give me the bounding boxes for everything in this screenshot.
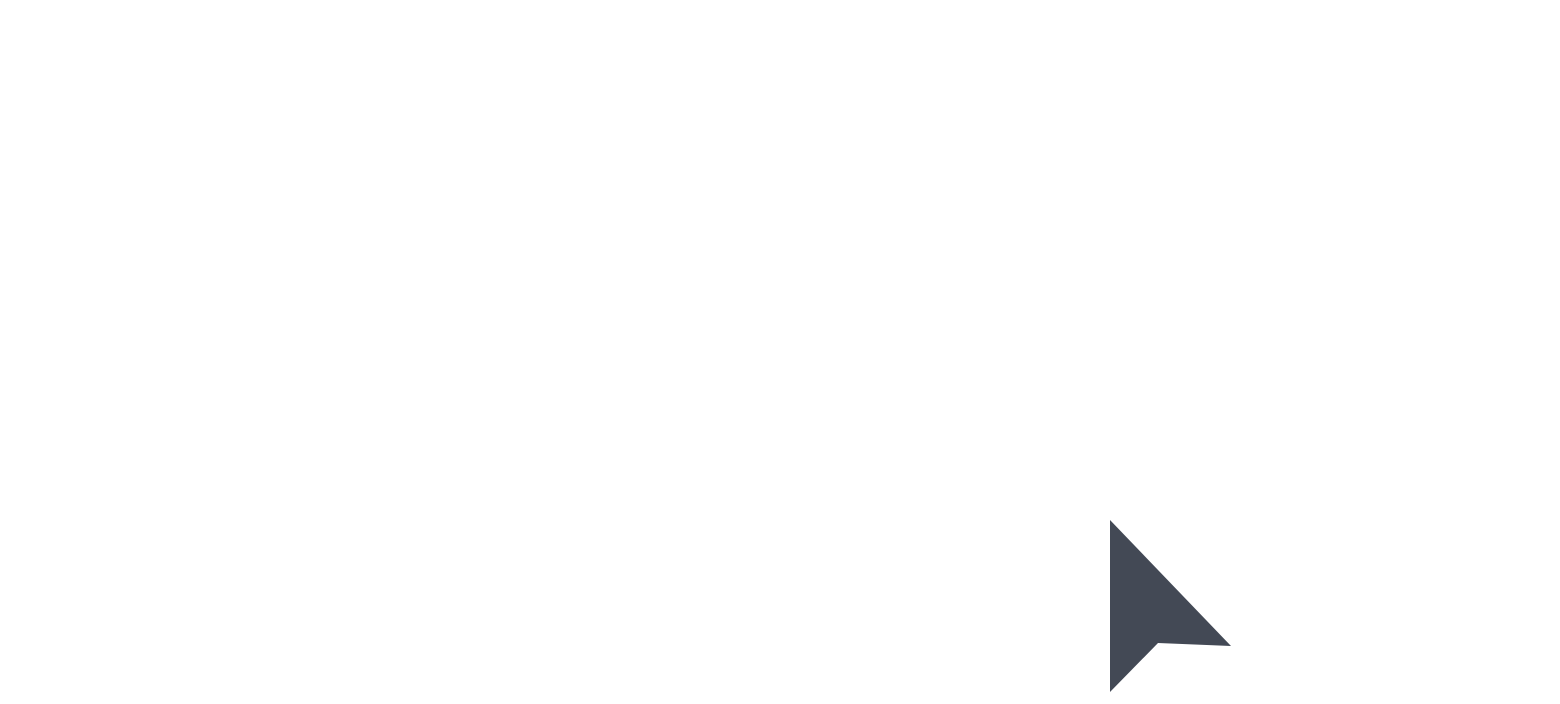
cursor-arrow-shape	[1110, 520, 1231, 692]
